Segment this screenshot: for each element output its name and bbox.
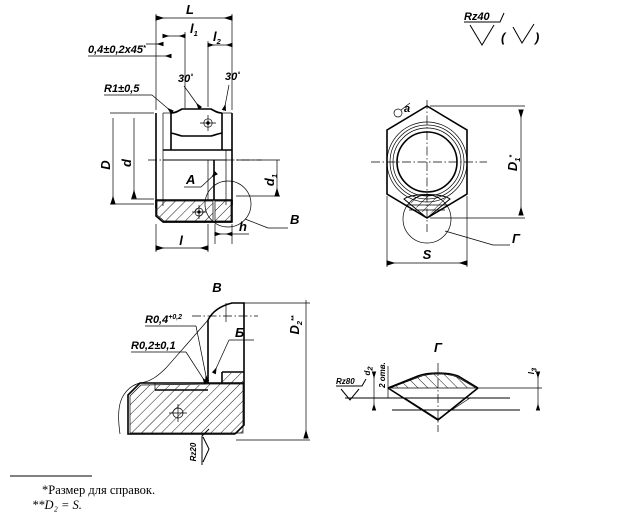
- dim-l: l: [155, 224, 209, 252]
- surface-roughness-symbol: Rz40 ( ): [464, 11, 539, 46]
- detail-v-top-curve: [207, 302, 245, 322]
- section-hatch-right: [215, 201, 231, 221]
- roughness-rz80: Rz80: [336, 377, 367, 401]
- footnote-2: **D₂ = S.: [32, 498, 82, 512]
- detail-v-title: В: [212, 280, 221, 295]
- roughness-rz20: Rz20: [189, 428, 210, 465]
- footnotes-block: *Размер для справок. **D₂ = S.: [10, 475, 155, 512]
- note-r04: R0,4+0,2: [145, 314, 210, 382]
- note-angle-right-text: 30°: [225, 71, 240, 83]
- detail-v-hatch: [130, 384, 243, 433]
- note-angle-left: 30°: [178, 73, 203, 110]
- bracket-open: (: [501, 30, 507, 45]
- dim-d2: d2: [363, 366, 377, 411]
- detail-v-center-mark: [169, 404, 187, 422]
- dim-D: D: [98, 112, 154, 205]
- front-view-geometry: [148, 108, 288, 229]
- note-radius-r1: R1±0,5: [104, 83, 174, 115]
- dim-l1: l1: [162, 21, 198, 108]
- detail-g-cone: [387, 387, 479, 421]
- dim-label-L: L: [186, 2, 194, 17]
- detail-view-v: В R0,4+0,2: [118, 280, 310, 465]
- callout-detail-b-cyr: Б: [211, 325, 254, 375]
- callout-g-text: Г: [512, 231, 521, 246]
- note-r02-text: R0,2±0,1: [131, 340, 176, 352]
- section-hatch-left: [157, 201, 213, 221]
- dim-label-D: D: [98, 160, 113, 170]
- dim-l2: l2: [207, 29, 233, 107]
- roughness-rz20-text: Rz20: [189, 442, 198, 461]
- dim-D2: D2**: [236, 300, 310, 441]
- dim-label-l2: l2: [213, 29, 222, 46]
- callout-b-cyr-text: Б: [235, 325, 244, 340]
- hex-bottom-hole: [403, 194, 451, 219]
- detail-view-g: Г Rz80 d2 2 отв.: [336, 340, 542, 432]
- detail-circle-g: [402, 194, 452, 244]
- dim-h: h: [214, 219, 249, 244]
- note-chamfer-text: 0,4±0,2x45*: [88, 44, 146, 56]
- note-small-radius-a: a: [393, 102, 411, 118]
- dim-label-D1: D1*: [505, 155, 522, 172]
- footnote-1: *Размер для справок.: [42, 483, 155, 497]
- dim-l3: l3: [478, 367, 542, 411]
- detail-v-inner-profile: [127, 320, 235, 435]
- dim-label-d: d: [119, 158, 134, 167]
- detail-b-leader: [244, 218, 269, 229]
- dim-label-l: l: [179, 233, 183, 248]
- dim-D1: D1*: [430, 105, 525, 219]
- callout-section-a: A: [184, 171, 218, 188]
- detail-g-leader: [444, 230, 494, 246]
- note-a-text: a: [404, 103, 410, 115]
- dim-label-D2: D2**: [287, 315, 304, 334]
- note-hole-count-text: 2 отв.: [378, 362, 387, 389]
- detail-circle-b: [204, 180, 252, 228]
- center-mark-flange: [192, 205, 206, 219]
- note-radius-r1-text: R1±0,5: [104, 83, 140, 95]
- dim-label-h: h: [239, 219, 247, 234]
- note-angle-left-text: 30°: [178, 73, 193, 85]
- bracket-close: ): [533, 30, 539, 45]
- dim-label-l1: l1: [190, 21, 198, 38]
- note-chamfer: 0,4±0,2x45*: [88, 41, 172, 59]
- center-mark-barrel: [200, 115, 216, 131]
- dim-label-S: S: [423, 247, 432, 262]
- dim-S: S: [386, 196, 468, 267]
- dim-L: L: [155, 2, 233, 110]
- side-hexagon-view: a Г D1* S: [371, 100, 525, 267]
- roughness-rz80-text: Rz80: [336, 377, 355, 386]
- note-r02: R0,2±0,1: [131, 340, 209, 385]
- note-r04-text: R0,4+0,2: [145, 314, 182, 326]
- callout-a-text: A: [185, 172, 195, 187]
- dim-label-d2: d2: [363, 366, 375, 376]
- dim-label-l3: l3: [527, 367, 539, 374]
- dim-label-d1: d1: [262, 174, 279, 186]
- detail-g-title: Г: [434, 340, 443, 355]
- front-section-view: L l1 l2 0,4±0,2x45*: [88, 2, 299, 252]
- dim-d1: d1: [236, 159, 280, 197]
- roughness-rz40-text: Rz40: [464, 11, 491, 23]
- detail-g-top-profile: [387, 372, 479, 389]
- detail-v-hatch-step: [223, 373, 243, 383]
- dim-d: d: [119, 118, 154, 200]
- detail-g-hatch: [390, 374, 476, 388]
- callout-b-text: B: [290, 212, 299, 227]
- note-angle-right: 30°: [221, 71, 240, 112]
- note-hole-count: 2 отв.: [378, 362, 389, 398]
